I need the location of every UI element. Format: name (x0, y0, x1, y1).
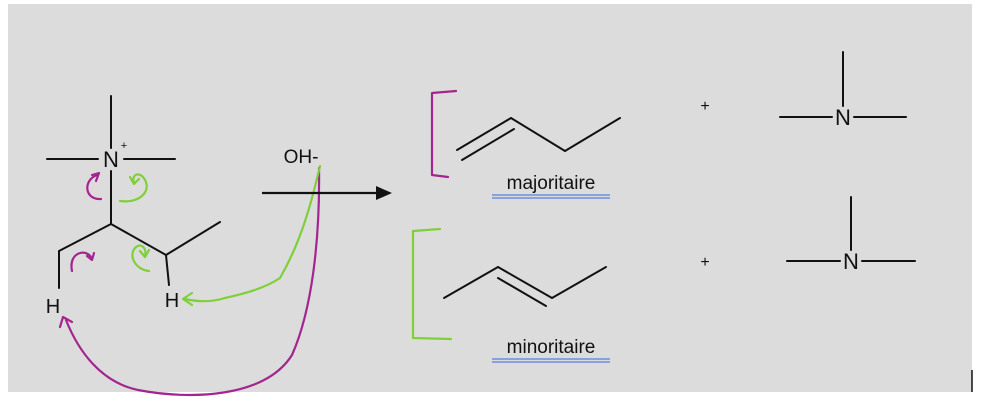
major-label: majoritaire (507, 173, 596, 194)
purple-arrowhead-3 (58, 315, 74, 329)
double-bond-second (461, 128, 515, 161)
bond-c1-c2 (443, 266, 499, 299)
bond-c2-c3 (110, 223, 167, 256)
green-arrow-oh-to-h (183, 164, 322, 303)
minor-bracket (411, 227, 453, 341)
reactant-molecule (46, 95, 221, 289)
major-bracket (430, 89, 458, 179)
double-bond-second (497, 277, 547, 307)
canvas-panel (8, 4, 972, 392)
purple-mechanism-arrows (58, 166, 321, 397)
bond-c2-c3 (510, 117, 566, 152)
green-arrow-cn-bond (118, 173, 148, 203)
reactant-charge-label: + (121, 140, 127, 152)
double-bond-main (456, 117, 512, 151)
green-arrowhead-1 (128, 175, 141, 186)
green-mechanism-arrows (118, 164, 322, 307)
purple-arrow-oh-to-h (64, 166, 321, 397)
plus-sign-2: + (700, 254, 709, 271)
purple-arrow-cn-bond (86, 173, 103, 201)
green-arrowhead-2 (138, 248, 151, 259)
bond-c3-c4 (564, 117, 621, 152)
hydrogen-right-label: H (165, 290, 179, 312)
reactant-nitrogen-label: N (103, 147, 119, 172)
purple-arrowhead-1 (90, 171, 101, 183)
hydrogen-left-label: H (46, 296, 60, 318)
amine-1-nitrogen-label: N (835, 105, 851, 130)
minor-label: minoritaire (507, 337, 596, 358)
bond-c3-c4 (165, 221, 221, 256)
amine-2-nitrogen-label: N (843, 249, 859, 274)
bond-c3-c4 (551, 266, 607, 299)
trimethylamine-2 (786, 196, 916, 262)
reagent-label: OH- (284, 147, 319, 168)
plus-sign-1: + (700, 98, 709, 115)
green-arrowhead-3 (181, 291, 194, 307)
reaction-arrow-icon (262, 186, 392, 200)
green-arrow-cc-bond (131, 244, 151, 273)
purple-arrowhead-2 (85, 251, 96, 262)
minor-product-molecule (443, 266, 607, 307)
major-product-molecule (456, 117, 621, 161)
purple-arrow-cc-bond (70, 251, 94, 273)
trimethylamine-1 (779, 51, 907, 118)
double-bond-main (497, 266, 553, 299)
bond-c3-h (165, 254, 170, 286)
bond-c2-c1 (58, 223, 112, 252)
